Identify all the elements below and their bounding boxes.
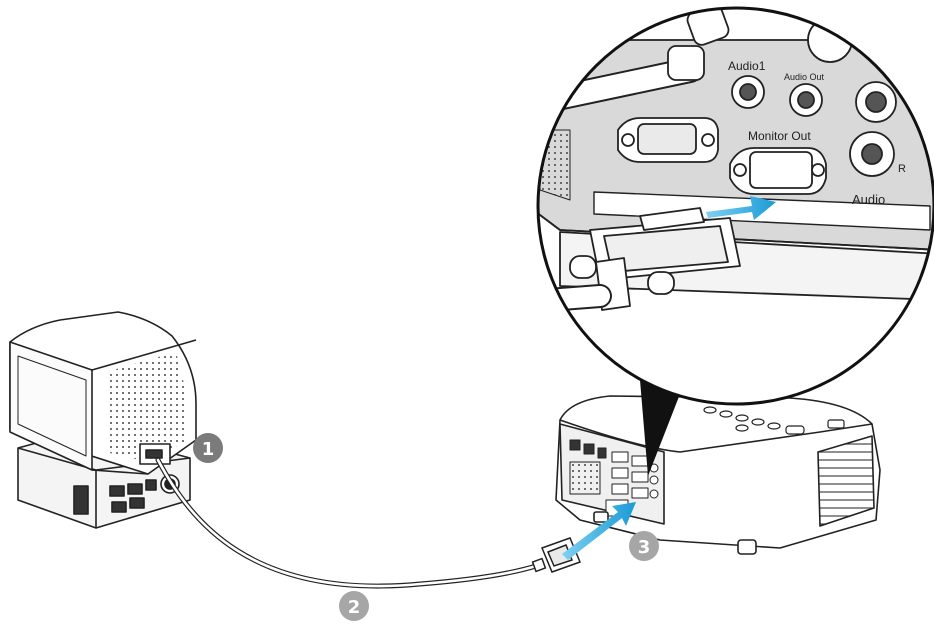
insert-arrow-projector: [562, 502, 636, 560]
label-monitor-out: Monitor Out: [748, 129, 811, 143]
label-audio-out: Audio Out: [784, 72, 825, 82]
projector-port-panel: [569, 439, 659, 517]
audio1-jack: [731, 75, 765, 109]
vga-cable: [155, 457, 581, 589]
audio-out-jack: [789, 83, 823, 117]
insert-arrow-zoomed: [706, 196, 776, 220]
computer-input-port: [617, 117, 719, 163]
projector: [555, 395, 881, 555]
external-monitor: [9, 311, 197, 529]
zoom-pointer: [640, 380, 680, 476]
vga-plug: [531, 537, 581, 573]
label-r: R: [898, 163, 906, 175]
label-audio: Audio: [852, 192, 885, 207]
step-badge-3: 3: [629, 531, 659, 561]
svg-text:1: 1: [202, 439, 215, 460]
zoom-detail: [536, 6, 934, 406]
vga-plug-zoomed: [538, 207, 741, 312]
svg-text:2: 2: [348, 597, 361, 618]
monitor-out-port: [729, 147, 827, 195]
step-badge-1: 1: [193, 433, 223, 463]
svg-text:3: 3: [638, 537, 651, 558]
step-badge-2: 2: [339, 591, 369, 621]
label-audio1: Audio1: [728, 59, 766, 73]
projector-control-buttons: [703, 406, 845, 435]
